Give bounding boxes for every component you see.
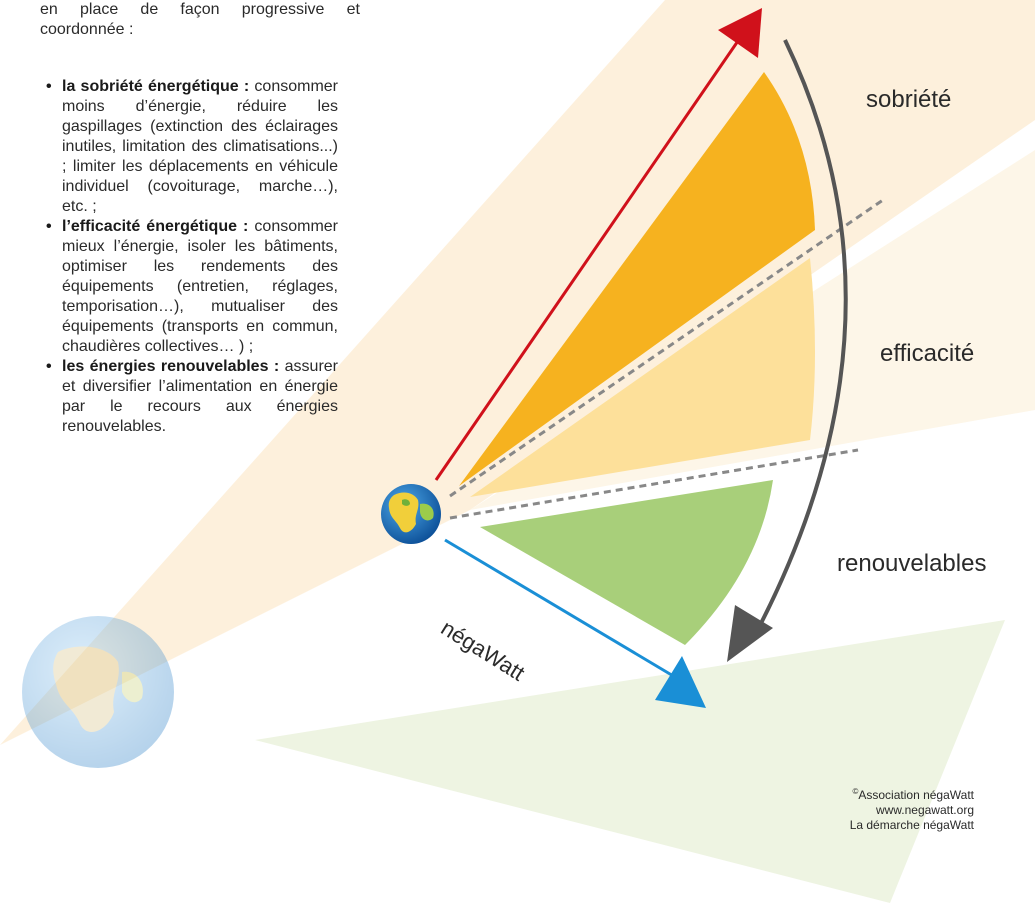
separator-upper	[449, 198, 884, 498]
arrow-red-head	[718, 8, 762, 58]
arrow-grey-head	[727, 605, 773, 662]
arrow-red-line	[434, 37, 742, 481]
strategy-list: • la sobriété énergétique : consommer mo…	[46, 77, 338, 437]
list-item-term: l’efficacité énergétique :	[62, 218, 249, 235]
arrow-blue-line	[444, 538, 681, 682]
list-item-efficacite: • l’efficacité énergétique : consommer m…	[46, 217, 338, 357]
list-item-text: consommer mieux l’énergie, isoler les bâ…	[62, 218, 338, 355]
wedge-renouvelables	[480, 480, 773, 645]
credit-association: ©Association négaWatt	[850, 784, 974, 803]
arrow-blue-head	[655, 656, 706, 708]
intro-text-block: en place de façon progressive et coordon…	[40, 0, 360, 40]
credits: ©Association négaWatt www.negawatt.org L…	[850, 784, 974, 833]
label-renouvelables: renouvelables	[837, 550, 987, 577]
credit-title: La démarche négaWatt	[849, 818, 974, 832]
bullet: •	[46, 358, 52, 375]
arrow-grey-curve	[753, 39, 848, 636]
credit-association-text: Association négaWatt	[858, 788, 974, 802]
wedge-efficacite	[470, 258, 815, 497]
list-item-text: consommer moins d’énergie, réduire les g…	[62, 78, 338, 215]
bullet: •	[46, 218, 52, 235]
wedge-sobriete	[459, 72, 815, 486]
copyright-mark: ©	[852, 787, 859, 796]
bullet: •	[46, 78, 52, 95]
globe-icon	[381, 484, 441, 544]
faded-globe-icon	[22, 616, 174, 768]
beam-green	[255, 620, 1005, 903]
list-item-term: la sobriété énergétique :	[62, 78, 250, 95]
list-item-term: les énergies renouvelables :	[62, 358, 280, 375]
label-sobriete: sobriété	[866, 86, 952, 113]
intro-text: en place de façon progressive et coordon…	[40, 1, 360, 38]
list-item-text: assurer et diversifier l’alimentation en…	[62, 358, 338, 435]
separator-lower	[449, 448, 859, 520]
list-item-renouvelables: • les énergies renouvelables : assurer e…	[46, 357, 338, 437]
list-item-sobriete: • la sobriété énergétique : consommer mo…	[46, 77, 338, 217]
credit-website: www.negawatt.org	[875, 803, 974, 817]
label-efficacite: efficacité	[880, 340, 975, 367]
